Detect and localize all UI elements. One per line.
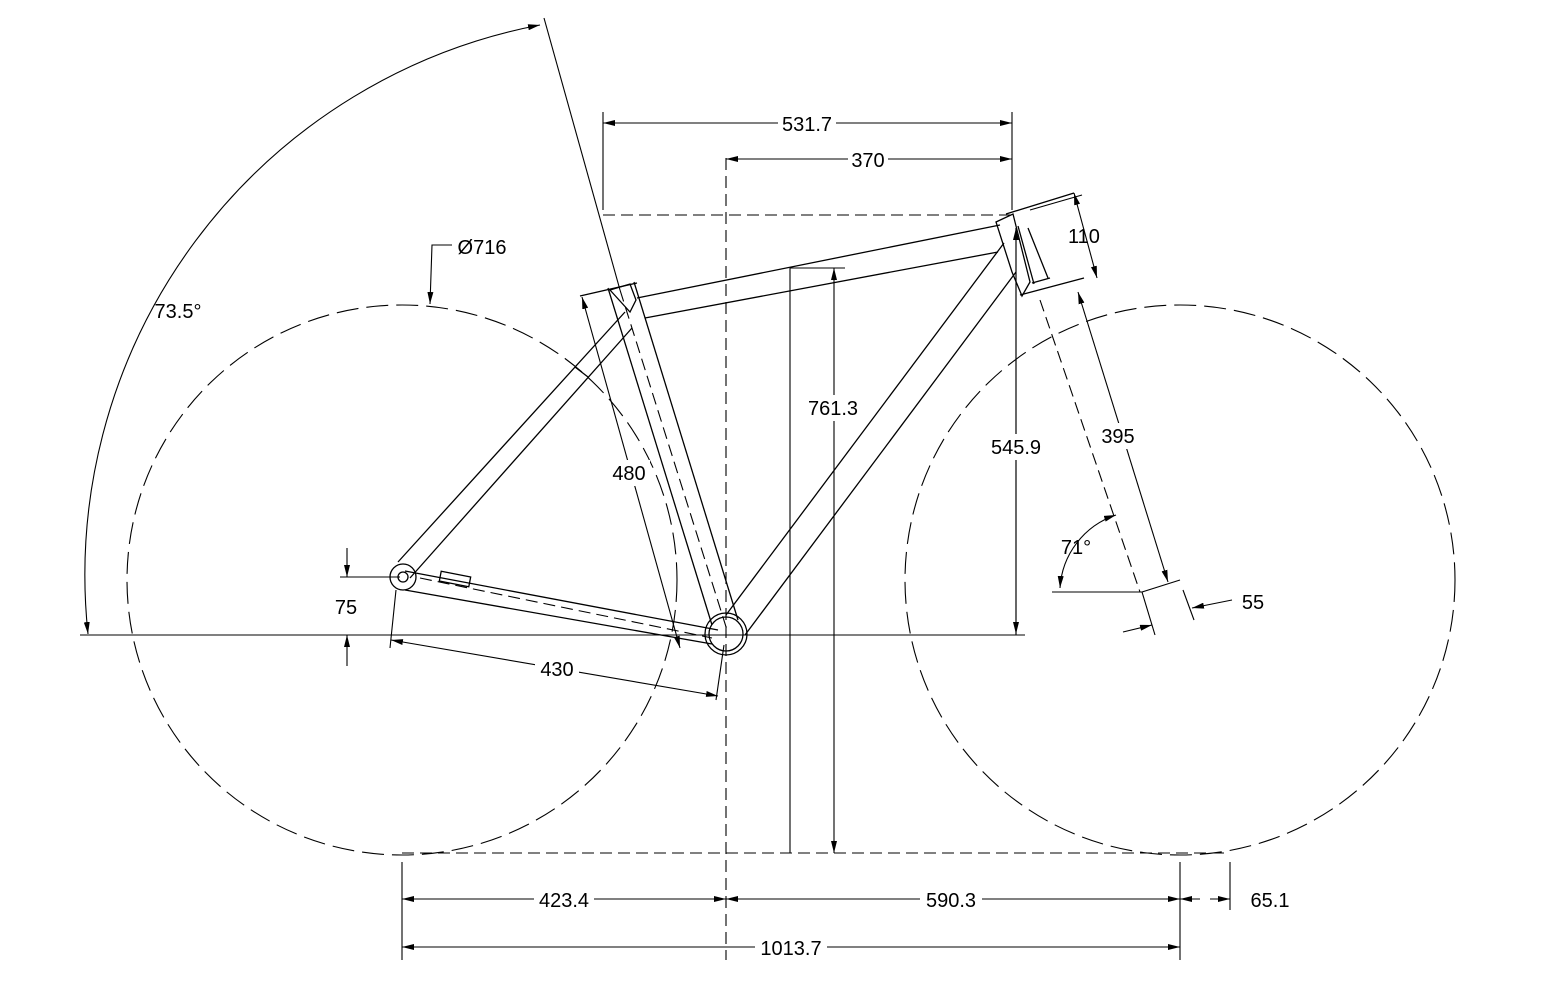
head-angle-arc <box>1057 514 1117 589</box>
fork-offset-label: 55 <box>1242 592 1264 614</box>
head-tube-length-label: 110 <box>1068 226 1100 248</box>
seat-tube-length-label: 480 <box>612 463 645 485</box>
frame <box>389 192 1085 656</box>
front-center-label: 590.3 <box>926 890 976 912</box>
rear-wheel-outline <box>126 304 678 856</box>
wheel-diameter-leader <box>427 244 452 305</box>
fork-length-label: 395 <box>1101 426 1134 448</box>
seat-angle-label: 73.5° <box>155 301 202 323</box>
head-height-label: 545.9 <box>991 437 1041 459</box>
head-angle-label: 71° <box>1061 537 1091 559</box>
front-wheel-outline <box>904 304 1456 856</box>
head-tube-dim <box>1073 192 1098 279</box>
rear-center-label: 423.4 <box>539 890 589 912</box>
reach-top-label: 531.7 <box>782 114 832 136</box>
seat-angle-line <box>543 17 621 291</box>
wheelbase-label: 1013.7 <box>760 938 821 960</box>
seat-angle-arc <box>83 24 541 635</box>
trail-label: 65.1 <box>1251 890 1290 912</box>
chainstay-length-label: 430 <box>540 659 573 681</box>
stack-offset-label: 370 <box>851 150 884 172</box>
wheel-diameter-label: Ø716 <box>458 237 507 259</box>
bb-drop-label: 75 <box>335 597 357 619</box>
stack-height-label: 761.3 <box>808 398 858 420</box>
